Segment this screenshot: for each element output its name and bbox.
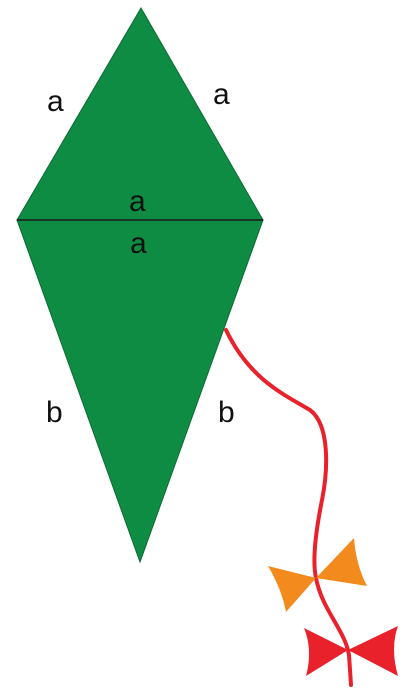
- label-upper-left-side: a: [47, 85, 64, 118]
- label-diagonal-top: a: [129, 185, 146, 218]
- orange-bow-left-wing: [268, 566, 316, 612]
- kite-lower-triangle: [16, 219, 264, 564]
- label-lower-left-side: b: [46, 396, 63, 429]
- red-bow-left-wing: [304, 628, 348, 676]
- kite-string: [224, 328, 353, 687]
- red-bow-right-wing: [348, 626, 398, 676]
- label-diagonal-bottom: a: [130, 227, 147, 260]
- label-upper-right-side: a: [213, 78, 230, 111]
- label-lower-right-side: b: [218, 396, 235, 429]
- orange-bow-right-wing: [316, 538, 367, 586]
